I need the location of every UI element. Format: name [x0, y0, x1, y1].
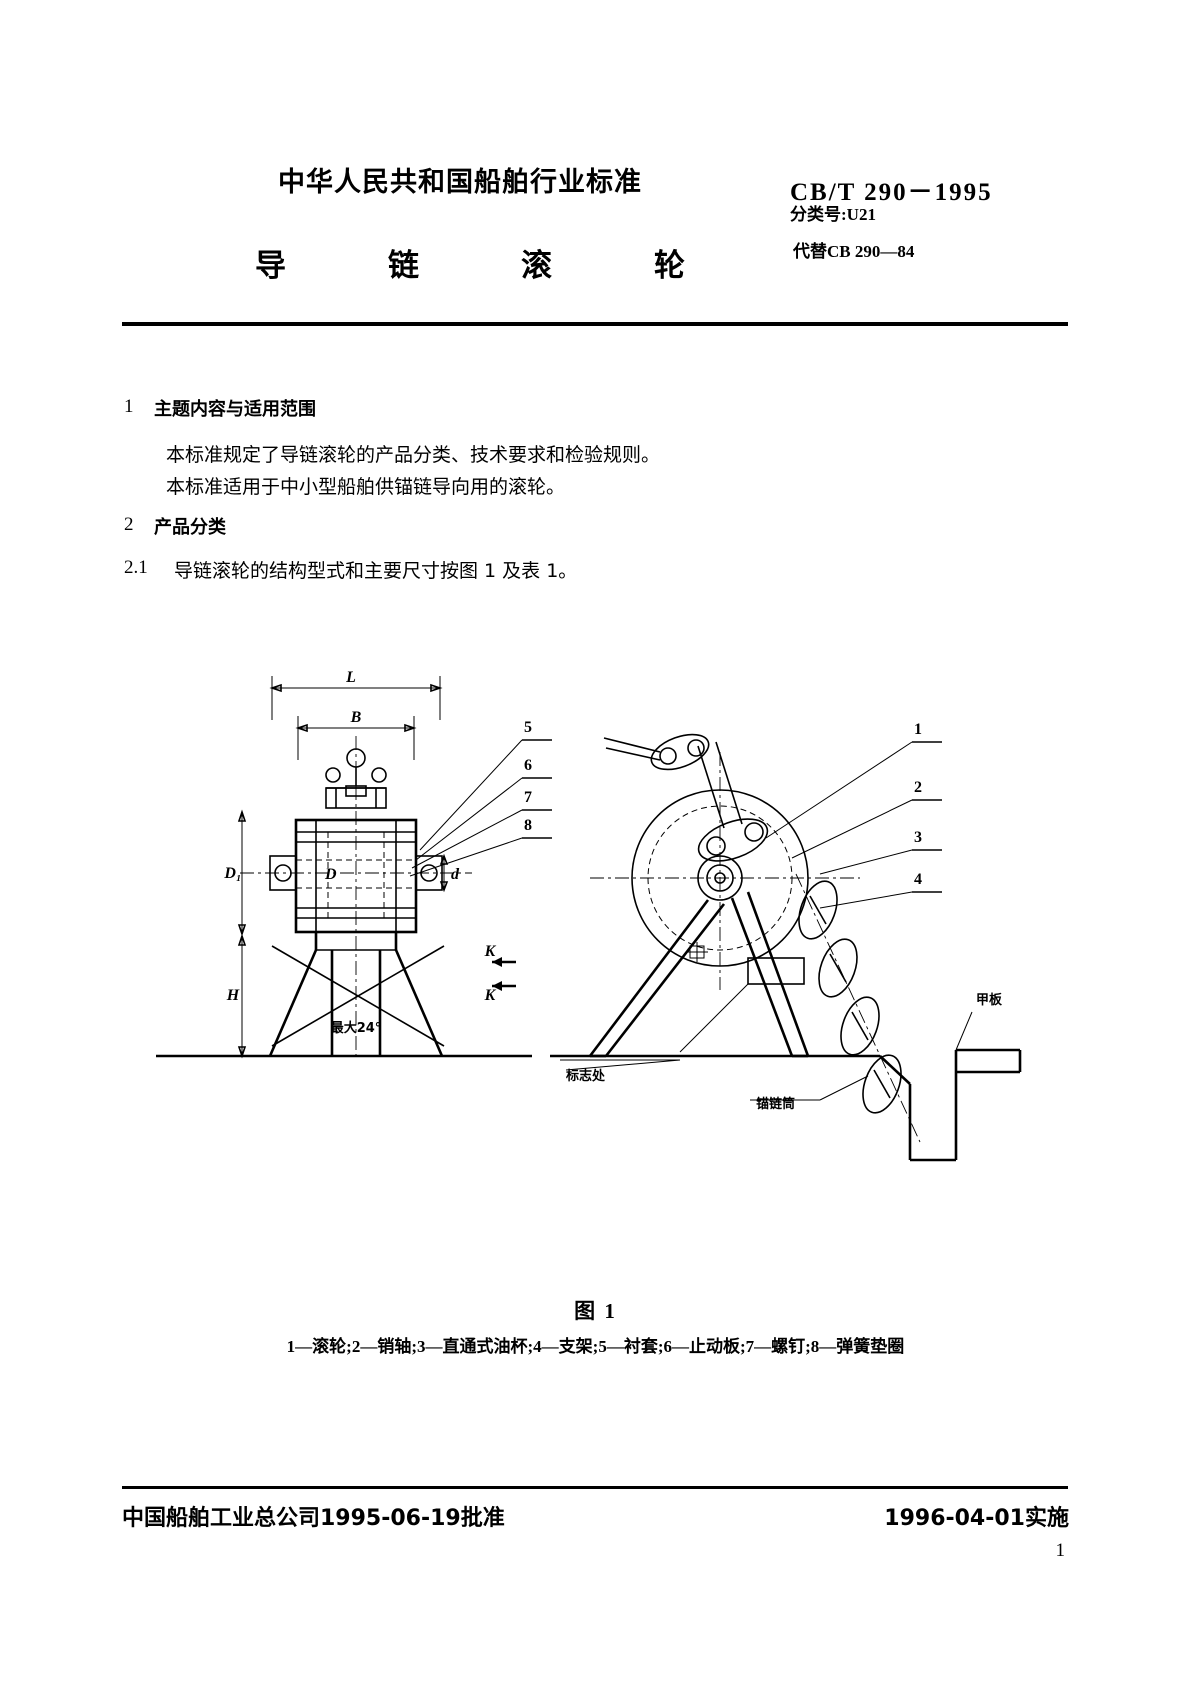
replaced-standard: 代替CB 290—84 — [793, 242, 915, 261]
deck-plate-right — [954, 1048, 1022, 1160]
section-label-K-top: K — [484, 943, 497, 960]
callout-label-6: 6 — [524, 757, 532, 774]
issuing-organization: 中华人民共和国船舶行业标准 — [278, 167, 642, 198]
standard-number: CB/T 290－1995 — [790, 179, 993, 206]
section-1-number: 1 — [124, 396, 134, 417]
page-title: 导 链 滚 轮 — [255, 240, 685, 285]
callout-1: 1 — [912, 721, 942, 743]
classification-number: 分类号:U21 — [790, 205, 876, 224]
dim-label-D1: D₁ — [223, 865, 241, 882]
figure-caption: 图 1 — [574, 1299, 617, 1323]
callout-2: 2 — [912, 779, 942, 801]
dim-label-max-angle: 最大24° — [331, 1020, 382, 1036]
marking-plate — [747, 957, 805, 985]
left-elevation-view: L B — [156, 669, 532, 1060]
center-mark-symbol — [686, 942, 708, 962]
section-2-heading: 产品分类 — [154, 517, 226, 538]
annotation-deck: 甲板 — [976, 992, 1003, 1008]
callout-label-5: 5 — [524, 719, 532, 736]
title-char-2: 链 — [388, 248, 419, 284]
dim-label-H: H — [226, 987, 240, 1004]
callout-leaders-right — [765, 741, 913, 909]
callout-label-4: 4 — [914, 871, 922, 888]
title-char-3: 滚 — [521, 248, 552, 284]
right-installation-view: 甲板 — [484, 733, 1022, 1162]
paragraph-scope-2: 本标准适用于中小型船舶供锚链导向用的滚轮。 — [166, 476, 566, 498]
approval-statement: 中国船舶工业总公司1995-06-19批准 — [122, 1506, 505, 1531]
section-1-heading: 主题内容与适用范围 — [154, 399, 316, 420]
section-marker-K: K K — [484, 943, 516, 1004]
callout-label-1: 1 — [914, 721, 922, 738]
page-number: 1 — [1055, 1540, 1066, 1561]
callout-label-2: 2 — [914, 779, 922, 796]
callout-7: 7 — [522, 789, 552, 811]
implementation-date: 1996-04-01实施 — [884, 1506, 1069, 1531]
dim-label-d: d — [451, 866, 460, 883]
callout-leaders-left — [409, 739, 523, 877]
dim-label-L: L — [345, 669, 356, 686]
pin-hub-detail — [603, 733, 769, 862]
callout-8: 8 — [522, 817, 552, 839]
footer-divider — [122, 1486, 1068, 1489]
callout-label-7: 7 — [524, 789, 532, 806]
annotation-hawse-pipe: 锚链筒 — [756, 1096, 795, 1112]
section-2-number: 2 — [124, 514, 134, 535]
installed-bracket — [588, 891, 810, 1058]
dim-label-B: B — [350, 709, 362, 726]
section-2-1-number: 2.1 — [124, 557, 148, 578]
header-divider — [122, 322, 1068, 326]
section-label-K-bottom: K — [484, 987, 497, 1004]
dim-label-D: D — [324, 866, 337, 883]
figure-1-svg: .ln { stroke:#000; stroke-width:1.6; fil… — [156, 669, 1022, 1162]
title-char-1: 导 — [255, 248, 286, 284]
callout-6: 6 — [522, 757, 552, 779]
technical-drawing-figure: .ln { stroke:#000; stroke-width:1.6; fil… — [120, 660, 1070, 1220]
section-2-1-text: 导链滚轮的结构型式和主要尺寸按图 1 及表 1。 — [174, 560, 578, 582]
title-char-4: 轮 — [654, 248, 685, 284]
deck-chamfer — [879, 1055, 911, 1085]
dimension-L — [269, 676, 443, 720]
anchor-chain — [798, 880, 902, 1114]
callout-label-3: 3 — [914, 829, 922, 846]
paragraph-scope-1: 本标准规定了导链滚轮的产品分类、技术要求和检验规则。 — [166, 444, 661, 466]
max-angle-lines — [271, 945, 445, 1047]
dimension-D1 — [237, 809, 247, 937]
figure-parts-legend: 1—滚轮;2—销轴;3—直通式油杯;4—支架;5—衬套;6—止动板;7—螺钉;8… — [286, 1337, 905, 1356]
annotation-mark-location: 标志处 — [565, 1068, 606, 1084]
callout-3: 3 — [912, 829, 942, 851]
callout-4: 4 — [912, 871, 942, 893]
callout-5: 5 — [522, 719, 552, 741]
dimension-B — [295, 716, 417, 760]
callout-label-8: 8 — [524, 817, 532, 834]
